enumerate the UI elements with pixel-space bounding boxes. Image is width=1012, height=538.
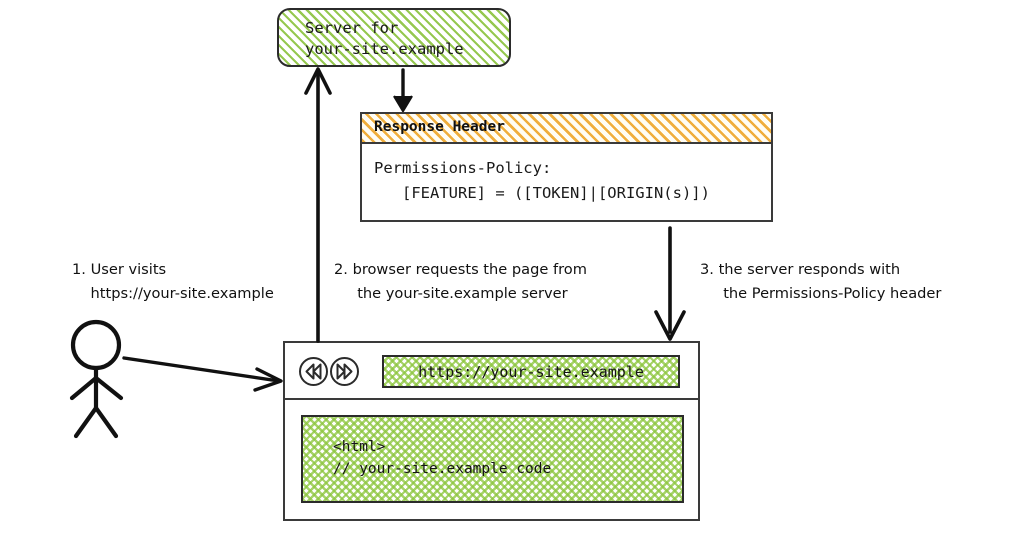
stick-figure-left-arm bbox=[69, 375, 99, 401]
annotation-step-1: 1. User visits https://your-site.example bbox=[72, 261, 274, 302]
fast-forward-icon bbox=[336, 363, 353, 380]
back-button[interactable] bbox=[299, 357, 328, 386]
browser-toolbar: https://your-site.example bbox=[285, 343, 698, 400]
permissions-policy-key: Permissions-Policy: bbox=[374, 159, 552, 177]
response-header-body: Permissions-Policy: [FEATURE] = ([TOKEN]… bbox=[362, 144, 771, 206]
server-box: Server for your-site.example bbox=[277, 8, 511, 67]
response-header-title: Response Header bbox=[374, 119, 505, 135]
response-header-titlebar: Response Header bbox=[362, 114, 771, 144]
annotation-step-3: 3. the server responds with the Permissi… bbox=[700, 261, 942, 302]
browser-window: https://your-site.example <html> // your… bbox=[283, 341, 700, 521]
page-source-code: <html> // your-site.example code bbox=[333, 439, 552, 477]
response-header-box: Response Header Permissions-Policy: [FEA… bbox=[360, 112, 773, 222]
server-to-response-header-arrow bbox=[393, 68, 413, 113]
forward-button[interactable] bbox=[330, 357, 359, 386]
annotation-step-2: 2. browser requests the page from the yo… bbox=[334, 261, 587, 302]
response-header-to-browser-arrow bbox=[654, 226, 686, 341]
stick-figure-head bbox=[70, 319, 122, 371]
url-text: https://your-site.example bbox=[418, 363, 644, 381]
url-bar[interactable]: https://your-site.example bbox=[382, 355, 680, 388]
stick-figure-right-arm bbox=[93, 375, 124, 401]
permissions-policy-value: [FEATURE] = ([TOKEN]|[ORIGIN(s)]) bbox=[374, 184, 710, 202]
server-box-label: Server for your-site.example bbox=[305, 19, 464, 58]
stick-figure-right-leg bbox=[93, 405, 119, 439]
page-content-area: <html> // your-site.example code bbox=[301, 415, 684, 503]
user-stick-figure bbox=[69, 319, 124, 439]
browser-to-server-arrow bbox=[304, 67, 332, 343]
rewind-icon bbox=[305, 363, 322, 380]
stick-figure-left-leg bbox=[73, 405, 99, 439]
user-to-browser-arrow bbox=[122, 356, 283, 392]
